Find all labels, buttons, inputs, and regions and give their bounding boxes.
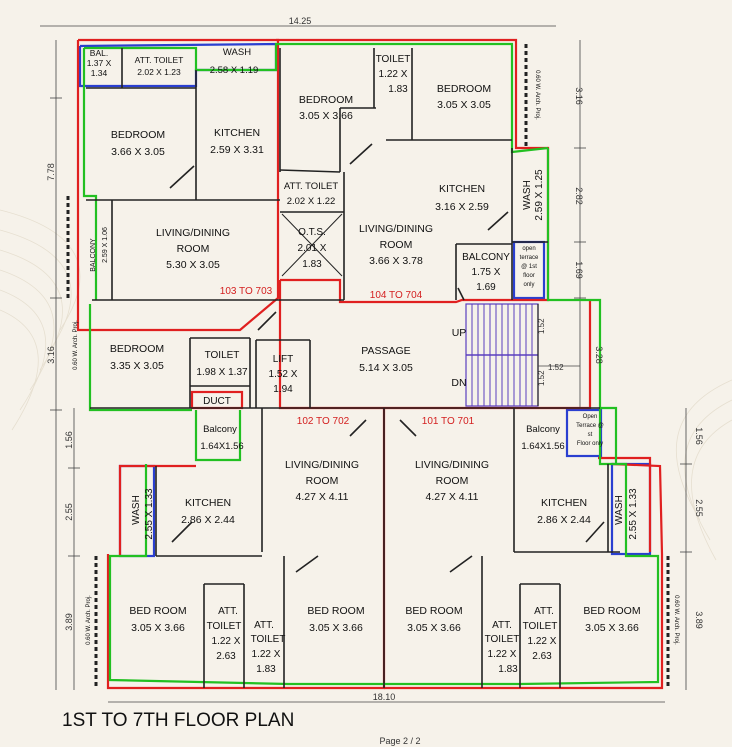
dimension-labels: 14.25 18.10 7.78 3.16 1.56 2.55 3.89 3.1… [46, 16, 704, 702]
dimension-lines [40, 25, 692, 703]
dim-right-c: 1.69 [574, 261, 584, 279]
dim-left-c: 3.89 [64, 613, 74, 631]
flat-label-102: 102 TO 702 [297, 416, 350, 427]
plan-title: 1ST TO 7TH FLOOR PLAN [62, 710, 294, 731]
stair-dn-label: DN [451, 377, 466, 389]
note-arch-proj-bl: 0.60 W. Arch. Proj. [86, 595, 92, 645]
dim-right-g: 3.89 [694, 611, 704, 629]
flat-label-104: 104 TO 704 [370, 290, 423, 301]
dim-left-a: 1.56 [64, 431, 74, 449]
dim-left-mid: 3.16 [46, 346, 56, 364]
red-outline-flat-101 [384, 462, 664, 690]
flat-label-103: 103 TO 703 [220, 286, 273, 297]
stair-width-dim: 1.52 [548, 363, 564, 372]
green-outline-bottom-left [108, 464, 384, 686]
flat-labels: 103 TO 703 104 TO 704 102 TO 702 101 TO … [220, 286, 475, 427]
dim-right-e: 1.56 [694, 427, 704, 445]
dim-top: 14.25 [289, 16, 312, 26]
stair-height-dim-2: 1.52 [537, 370, 546, 386]
ots-cross [281, 213, 343, 277]
red-outline-bottom-left [118, 464, 196, 556]
green-outline-flat-103 [84, 42, 549, 154]
green-outline-right [546, 148, 602, 408]
red-outline-flat-102 [106, 408, 386, 690]
page-footer: Page 2 / 2 [379, 736, 420, 746]
staircase [465, 303, 580, 407]
green-outline-mid-left [88, 304, 192, 412]
background-pattern [0, 209, 732, 561]
note-arch-proj-br: 0.60 W. Arch. Proj. [673, 595, 679, 645]
green-outline-left [82, 48, 98, 300]
dim-bottom: 18.10 [373, 692, 396, 702]
dim-left-b: 2.55 [64, 503, 74, 521]
stair-up-label: UP [452, 327, 467, 339]
dim-right-f: 2.55 [694, 499, 704, 517]
dim-left-top: 7.78 [46, 163, 56, 181]
flat-outlines [76, 38, 664, 690]
dim-right-a: 3.16 [574, 87, 584, 105]
room-wash-2: WASH2.59 X 1.25 [522, 169, 545, 221]
stair-labels: UP DN 1.52 1.52 1.52 [451, 318, 564, 389]
room-duct: DUCT [203, 396, 231, 407]
red-outline-flat-104 [276, 38, 550, 304]
note-arch-proj-top: 0.60 W. Arch. Proj. [534, 70, 540, 120]
green-outline-bottom-right [384, 406, 660, 686]
arch-projections [66, 44, 670, 686]
dim-right-d: 3.28 [594, 346, 604, 364]
flat-label-101: 101 TO 701 [422, 416, 475, 427]
note-arch-proj-left: 0.60 W. Arch. Proj. [73, 320, 79, 370]
dim-right-b: 2.82 [574, 187, 584, 205]
stair-height-dim-1: 1.52 [537, 318, 546, 334]
red-outline-flat-103 [76, 38, 280, 332]
walls [86, 48, 620, 688]
green-outline-balcony [194, 410, 242, 462]
